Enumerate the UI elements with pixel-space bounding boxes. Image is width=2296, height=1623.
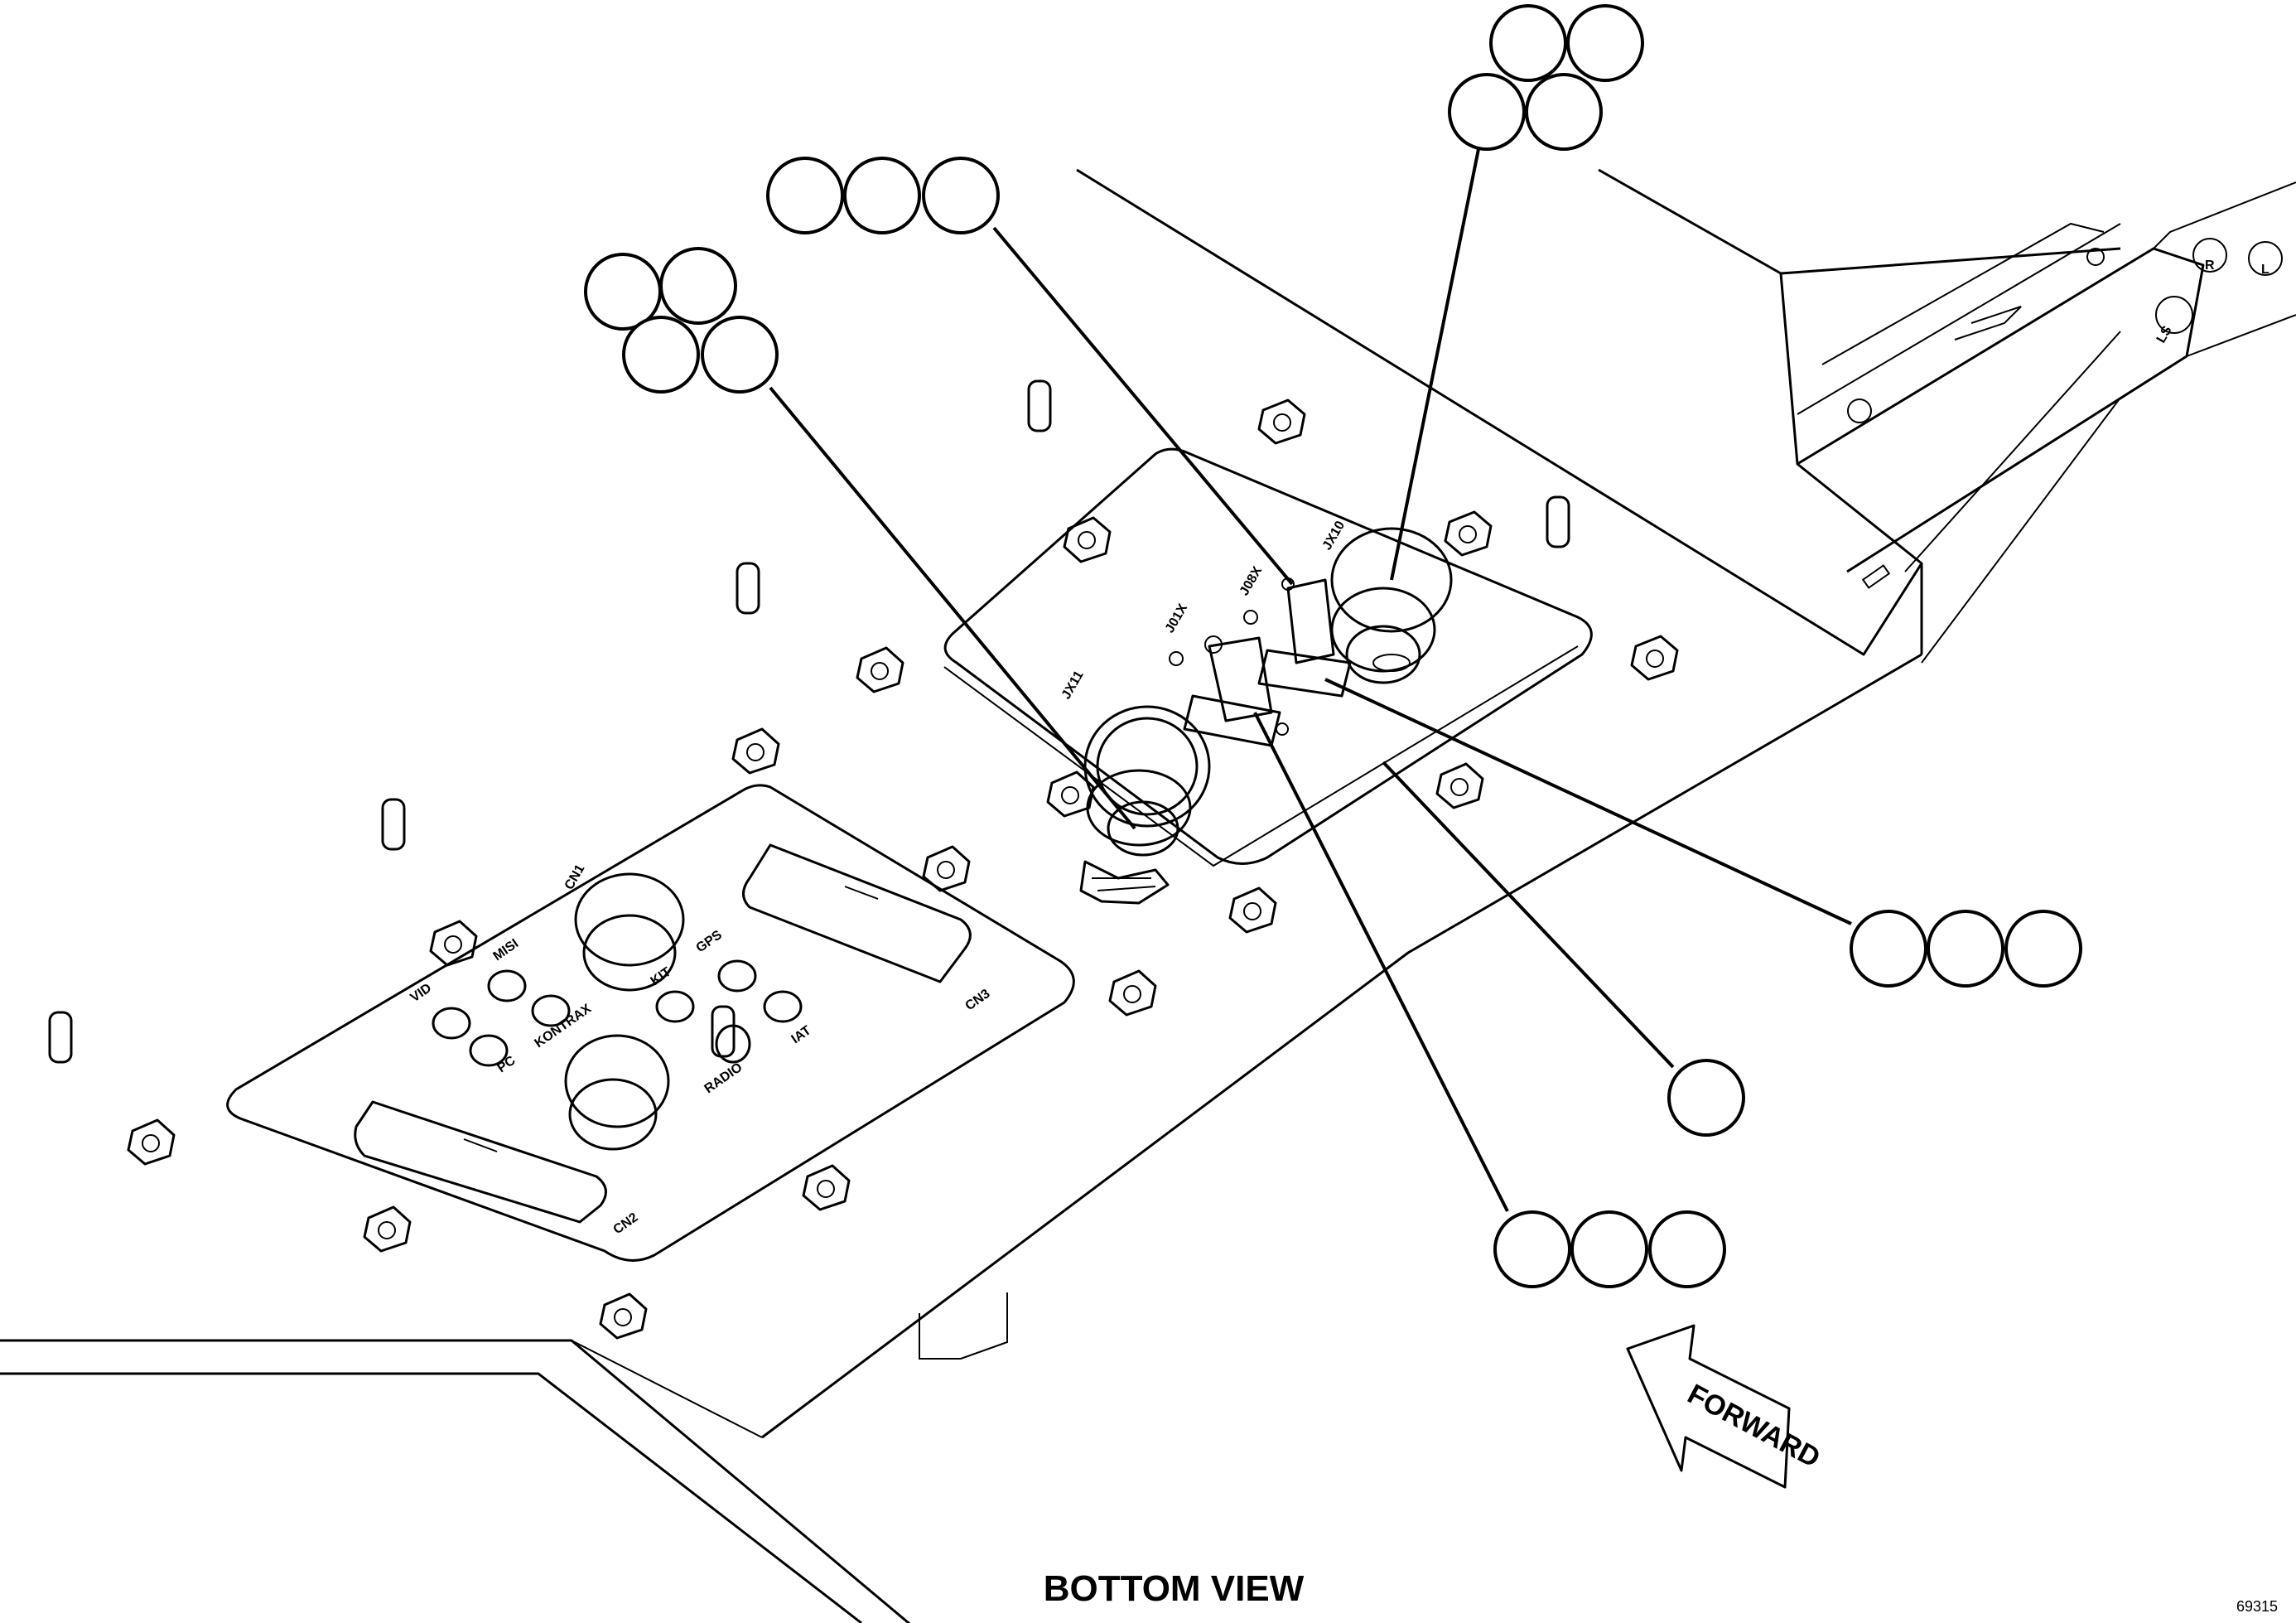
rf-jacks: [432, 959, 803, 1067]
fasteners: [48, 379, 1679, 1340]
leader-plate: [1382, 761, 1675, 1069]
balloon-group-lower: [1493, 1210, 1726, 1288]
hex-nut: [429, 920, 478, 967]
view-title: BOTTOM VIEW: [1044, 1568, 1305, 1609]
hex-nut: [1630, 635, 1679, 681]
leader-jx11: [769, 386, 1136, 830]
side-label-r: R: [2205, 258, 2215, 273]
chassis-outline: [0, 168, 2296, 1623]
cn1-connector: [574, 872, 685, 992]
side-label-ls: LS: [2154, 324, 2175, 345]
balloon-single-plate: [1667, 1059, 1745, 1137]
hex-nut: [731, 727, 780, 775]
hex-nut: [363, 1205, 412, 1253]
hex-nut: [802, 1164, 851, 1211]
leader-j01x: [1253, 712, 1509, 1212]
hex-nut: [127, 1118, 176, 1166]
leader-j08x: [992, 226, 1294, 586]
jx10-connector: [1330, 527, 1453, 684]
stud: [1546, 495, 1570, 548]
cn3-connector: [742, 843, 972, 983]
hex-nut: [599, 1292, 648, 1340]
hex-nut: [1444, 510, 1493, 557]
leader-lines: [769, 148, 1852, 1212]
side-label-l: L: [2261, 263, 2269, 277]
stud: [711, 1005, 736, 1058]
stud: [48, 1011, 73, 1064]
balloon-group-jx11: [584, 247, 779, 394]
hex-nut: [1228, 886, 1277, 934]
balloon-group-right: [1850, 910, 2082, 988]
cn2-connector: [354, 1100, 607, 1224]
cni-connector: [564, 1034, 670, 1151]
forward-arrow: FORWARD: [1626, 1324, 1826, 1489]
leader-jx10: [1390, 148, 1480, 581]
balloon-group-j08x: [766, 157, 1000, 234]
stud: [1027, 379, 1052, 432]
stud: [736, 562, 760, 615]
hex-nut: [1435, 762, 1484, 809]
hex-nut: [1108, 969, 1157, 1017]
hex-nut: [1046, 770, 1095, 818]
hex-nut: [922, 845, 971, 892]
upper-connector-plate: JX11 J01X J08X JX10: [943, 447, 1593, 905]
hex-nut: [1063, 516, 1112, 563]
figure-number: 69315: [2236, 1598, 2278, 1615]
balloon-group-jx10: [1448, 4, 1644, 151]
lower-connector-plate: CN1 CN3 CN2 VID MISI: [226, 784, 1075, 1262]
item-balloons: [584, 4, 2082, 1288]
jx11-connector: [1079, 705, 1211, 905]
stud: [381, 798, 406, 851]
leader-j08x-dsub: [1324, 678, 1852, 925]
hex-nut: [856, 646, 904, 693]
hex-nut: [1257, 399, 1306, 445]
